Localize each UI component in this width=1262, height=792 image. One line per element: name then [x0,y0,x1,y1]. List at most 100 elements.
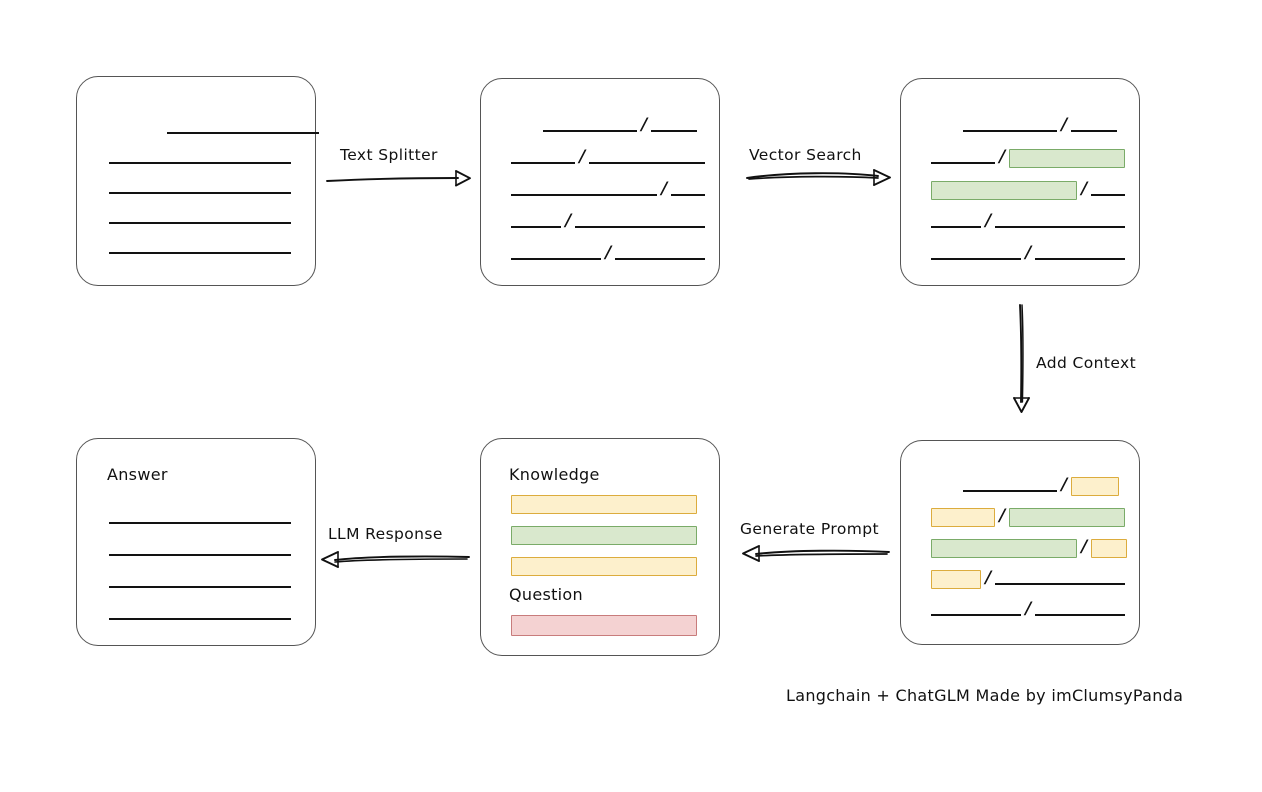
text-line [575,226,706,228]
highlight-chip-green [1009,507,1126,527]
text-line [995,226,1126,228]
knowledge-label: Knowledge [509,465,600,484]
text-line [109,162,291,164]
node-vector-matches[interactable]: ///// [900,78,1140,286]
knowledge-bar-green [511,526,697,545]
text-line [995,583,1126,585]
text-line [1035,614,1126,616]
separator-slash: / [661,178,668,199]
doc-row: / [931,536,1128,558]
knowledge-bar [511,526,697,545]
text-line [651,130,698,132]
doc-row: / [511,242,706,263]
doc-row [109,179,291,197]
prompt-inner: Knowledge Question [481,439,719,655]
text-line [109,586,291,588]
edge-label-text-splitter: Text Splitter [340,146,438,164]
separator-slash: / [641,114,648,135]
doc-row [109,541,291,559]
text-line [109,618,291,620]
separator-slash: / [1025,242,1032,263]
arrow-llm-response [321,551,470,568]
text-line [109,252,291,254]
doc-row: / [963,474,1120,496]
arrow-generate-prompt [742,545,890,562]
answer-inner: Answer [77,439,315,645]
text-line [109,192,291,194]
doc-row: / [931,598,1126,619]
text-line [963,490,1057,492]
highlight-chip-yellow [1071,476,1120,496]
answer-title: Answer [107,465,168,484]
node-answer[interactable]: Answer [76,438,316,646]
edge-label-generate-prompt: Generate Prompt [740,520,879,538]
knowledge-bar [511,557,697,576]
text-line [931,614,1021,616]
answer-rows [77,439,315,645]
doc-row [109,209,291,227]
doc-row [109,239,291,257]
separator-slash: / [1081,536,1088,557]
text-line [1035,258,1126,260]
doc-row: / [931,146,1126,168]
separator-slash: / [1061,474,1068,495]
highlight-chip-green [1009,148,1126,168]
text-line [109,554,291,556]
separator-slash: / [985,567,992,588]
doc-row: / [511,146,706,167]
separator-slash: / [999,146,1006,167]
text-line [167,132,319,134]
text-line [1071,130,1118,132]
highlight-chip-green [931,180,1077,200]
text-line [963,130,1057,132]
separator-slash: / [1081,178,1088,199]
doc-row: / [543,114,698,135]
highlight-chip-green [931,538,1077,558]
text-line [511,162,575,164]
edge-label-add-context: Add Context [1036,354,1137,372]
doc-row: / [511,178,706,199]
edge-label-llm-response: LLM Response [328,525,443,543]
doc-row [109,605,291,623]
separator-slash: / [605,242,612,263]
text-line [109,522,291,524]
node-source-document[interactable] [76,76,319,286]
doc-row: / [931,567,1126,589]
highlight-chip-yellow [931,569,981,589]
highlight-chip-yellow [1091,538,1128,558]
split-chunks-rows: / / / / / [481,79,719,285]
question-label: Question [509,585,583,604]
doc-row: / [931,178,1126,200]
text-line [511,258,601,260]
highlight-chip-yellow [931,507,995,527]
separator-slash: / [985,210,992,231]
edge-label-vector-search: Vector Search [749,146,862,164]
node-context-added[interactable]: / / / / / [900,440,1140,645]
text-line [931,258,1021,260]
vector-matches-rows: ///// [901,79,1139,285]
source-document-rows [77,77,319,285]
context-added-rows: / / / / / [901,441,1139,644]
text-line [511,226,561,228]
doc-row [109,573,291,591]
text-line [615,258,706,260]
knowledge-bar [511,495,697,514]
text-line [931,162,995,164]
separator-slash: / [1025,598,1032,619]
text-line [671,194,706,196]
text-line [511,194,657,196]
separator-slash: / [999,505,1006,526]
text-line [931,226,981,228]
doc-row: / [931,210,1126,231]
node-prompt[interactable]: Knowledge Question [480,438,720,656]
node-split-chunks[interactable]: / / / / / [480,78,720,286]
text-line [1091,194,1126,196]
separator-slash: / [579,146,586,167]
arrow-add-context [1013,304,1030,413]
text-line [589,162,706,164]
text-line [109,222,291,224]
doc-row [167,119,319,137]
doc-row [109,149,291,167]
doc-row: / [511,212,706,231]
knowledge-bar-yellow [511,557,697,576]
